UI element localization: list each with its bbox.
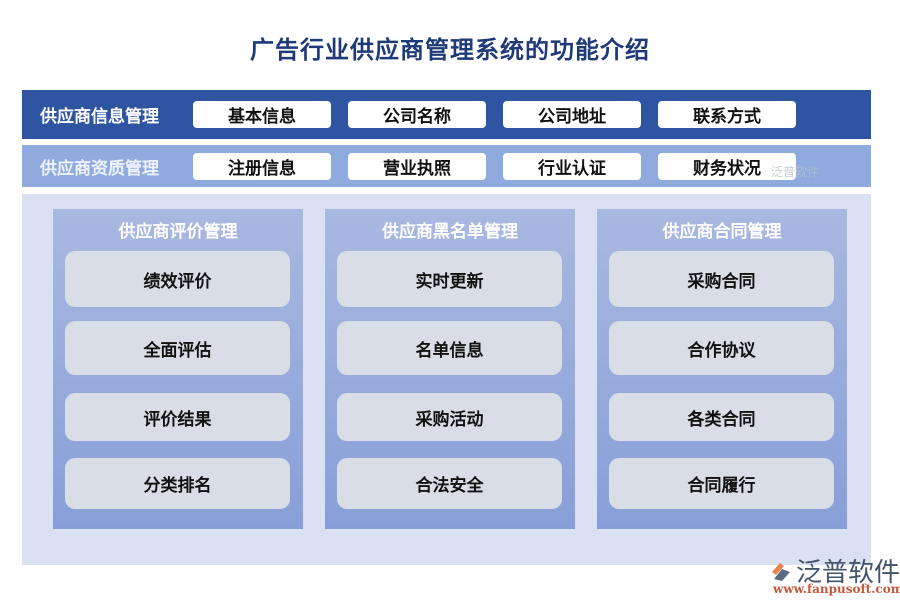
card: 实时更新 [337, 251, 562, 307]
card: 评价结果 [65, 393, 290, 441]
column-title: 供应商黑名单管理 [382, 222, 518, 242]
chip-registration: 注册信息 [193, 152, 331, 180]
main-panel: 供应商评价管理 绩效评价 全面评估 评价结果 分类排名 供应商黑名单管理 实时更… [22, 194, 871, 565]
card: 合作协议 [609, 321, 834, 375]
chip-company-name: 公司名称 [348, 101, 486, 128]
column-evaluation: 供应商评价管理 绩效评价 全面评估 评价结果 分类排名 [53, 209, 303, 529]
card: 采购合同 [609, 251, 834, 307]
chip-business-license: 营业执照 [348, 152, 486, 180]
card: 采购活动 [337, 393, 562, 441]
card: 名单信息 [337, 321, 562, 375]
row-supplier-info: 供应商信息管理 基本信息 公司名称 公司地址 联系方式 [22, 90, 871, 139]
card: 全面评估 [65, 321, 290, 375]
card: 合法安全 [337, 458, 562, 509]
row-supplier-qualification: 供应商资质管理 注册信息 营业执照 行业认证 财务状况 [22, 145, 871, 187]
chip-basic-info: 基本信息 [193, 101, 331, 128]
chip-contact: 联系方式 [658, 101, 796, 128]
column-blacklist: 供应商黑名单管理 实时更新 名单信息 采购活动 合法安全 [325, 209, 575, 529]
card: 分类排名 [65, 458, 290, 509]
chip-industry-cert: 行业认证 [503, 152, 641, 180]
watermark-small: 泛普软件 [771, 165, 820, 179]
row-label: 供应商资质管理 [40, 158, 159, 179]
chip-financial-status: 财务状况 [658, 152, 796, 180]
chip-company-address: 公司地址 [503, 101, 641, 128]
card: 合同履行 [609, 458, 834, 509]
brand-url: www.fanpusoft.com [773, 582, 900, 596]
page-title: 广告行业供应商管理系统的功能介绍 [250, 36, 650, 64]
brand-logo: 泛普软件 [770, 552, 900, 589]
card: 各类合同 [609, 393, 834, 441]
column-contract: 供应商合同管理 采购合同 合作协议 各类合同 合同履行 [597, 209, 847, 529]
column-title: 供应商合同管理 [662, 222, 782, 242]
brand-name: 泛普软件 [796, 558, 900, 588]
row-label: 供应商信息管理 [40, 107, 159, 127]
column-title: 供应商评价管理 [118, 222, 238, 242]
fanpu-logo-icon [770, 560, 792, 582]
card: 绩效评价 [65, 251, 290, 307]
